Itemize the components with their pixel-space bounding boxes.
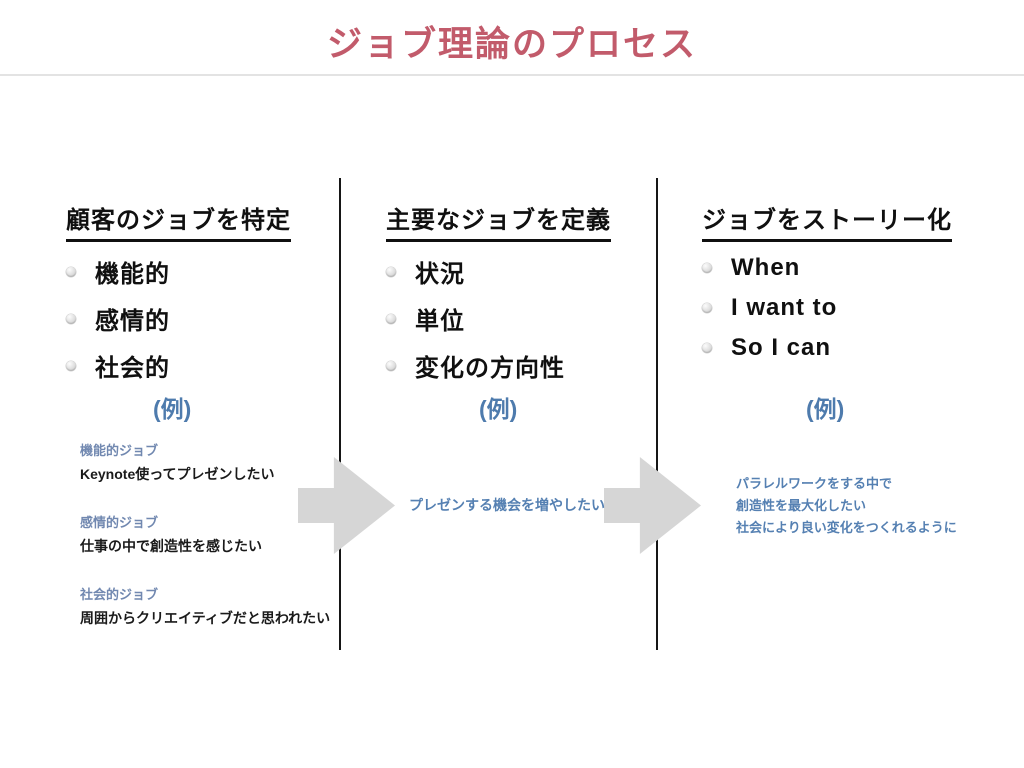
example-heading-3: (例) bbox=[806, 396, 845, 422]
example-group-emotional: 感情的ジョブ 仕事の中で創造性を感じたい bbox=[80, 512, 330, 556]
bullet-label: 変化の方向性 bbox=[415, 355, 565, 382]
list-item: When bbox=[702, 254, 952, 282]
bullet-dot-icon bbox=[66, 313, 76, 324]
bullet-dot-icon bbox=[702, 263, 712, 273]
bullet-dot-icon bbox=[66, 266, 76, 277]
bullet-dot-icon bbox=[386, 360, 396, 371]
bullet-list: When I want to So I can bbox=[702, 254, 952, 362]
list-item: 状況 bbox=[386, 254, 611, 289]
example-line: 創造性を最大化したい bbox=[736, 498, 867, 513]
example-label: 機能的ジョブ bbox=[80, 443, 159, 458]
example-line: パラレルワークをする中で bbox=[736, 476, 893, 491]
list-item: 感情的 bbox=[66, 301, 291, 336]
list-item: So I can bbox=[702, 334, 952, 362]
example-label: 社会的ジョブ bbox=[80, 587, 159, 602]
column-identify-jobs: 顧客のジョブを特定 機能的 感情的 社会的 bbox=[66, 200, 291, 383]
column-storify-job: ジョブをストーリー化 When I want to So I can bbox=[702, 200, 952, 362]
column-define-job: 主要なジョブを定義 状況 単位 変化の方向性 bbox=[386, 200, 611, 383]
example-line: 社会により良い変化をつくれるように bbox=[736, 520, 957, 535]
column-heading: ジョブをストーリー化 bbox=[702, 200, 952, 242]
example-text: 仕事の中で創造性を感じたい bbox=[80, 538, 262, 554]
bullet-label: So I can bbox=[731, 334, 832, 361]
example-heading-2: (例) bbox=[479, 396, 518, 422]
bullet-dot-icon bbox=[386, 266, 396, 277]
list-item: 社会的 bbox=[66, 348, 291, 383]
arrow-right-icon bbox=[604, 457, 701, 554]
column-heading: 主要なジョブを定義 bbox=[386, 200, 611, 242]
bullet-dot-icon bbox=[66, 360, 76, 371]
examples-identify-jobs: 機能的ジョブ Keynote使ってプレゼンしたい 感情的ジョブ 仕事の中で創造性… bbox=[80, 440, 330, 656]
bullet-label: 機能的 bbox=[95, 261, 170, 288]
example-text: 周囲からクリエイティブだと思われたい bbox=[80, 610, 331, 626]
column-divider-1 bbox=[339, 178, 341, 650]
bullet-label: I want to bbox=[731, 294, 838, 321]
column-heading: 顧客のジョブを特定 bbox=[66, 200, 291, 242]
bullet-list: 状況 単位 変化の方向性 bbox=[386, 254, 611, 383]
column-divider-2 bbox=[656, 178, 658, 650]
example-group-functional: 機能的ジョブ Keynote使ってプレゼンしたい bbox=[80, 440, 330, 484]
bullet-dot-icon bbox=[702, 343, 712, 353]
bullet-label: When bbox=[731, 254, 801, 281]
example-heading-1: (例) bbox=[153, 396, 192, 422]
list-item: 単位 bbox=[386, 301, 611, 336]
bullet-list: 機能的 感情的 社会的 bbox=[66, 254, 291, 383]
bullet-dot-icon bbox=[702, 303, 712, 313]
list-item: 変化の方向性 bbox=[386, 348, 611, 383]
list-item: 機能的 bbox=[66, 254, 291, 289]
example-storify-job: パラレルワークをする中で 創造性を最大化したい 社会により良い変化をつくれるよう… bbox=[736, 473, 957, 539]
example-text: Keynote使ってプレゼンしたい bbox=[80, 466, 275, 482]
bullet-label: 状況 bbox=[415, 261, 465, 288]
title-divider bbox=[0, 74, 1024, 76]
example-define-job: プレゼンする機会を増やしたい bbox=[409, 497, 605, 513]
example-group-social: 社会的ジョブ 周囲からクリエイティブだと思われたい bbox=[80, 584, 330, 628]
bullet-label: 社会的 bbox=[95, 355, 170, 382]
bullet-label: 単位 bbox=[415, 308, 465, 335]
page-title: ジョブ理論のプロセス bbox=[326, 25, 697, 64]
example-label: 感情的ジョブ bbox=[80, 515, 159, 530]
list-item: I want to bbox=[702, 294, 952, 322]
bullet-dot-icon bbox=[386, 313, 396, 324]
bullet-label: 感情的 bbox=[95, 308, 170, 335]
